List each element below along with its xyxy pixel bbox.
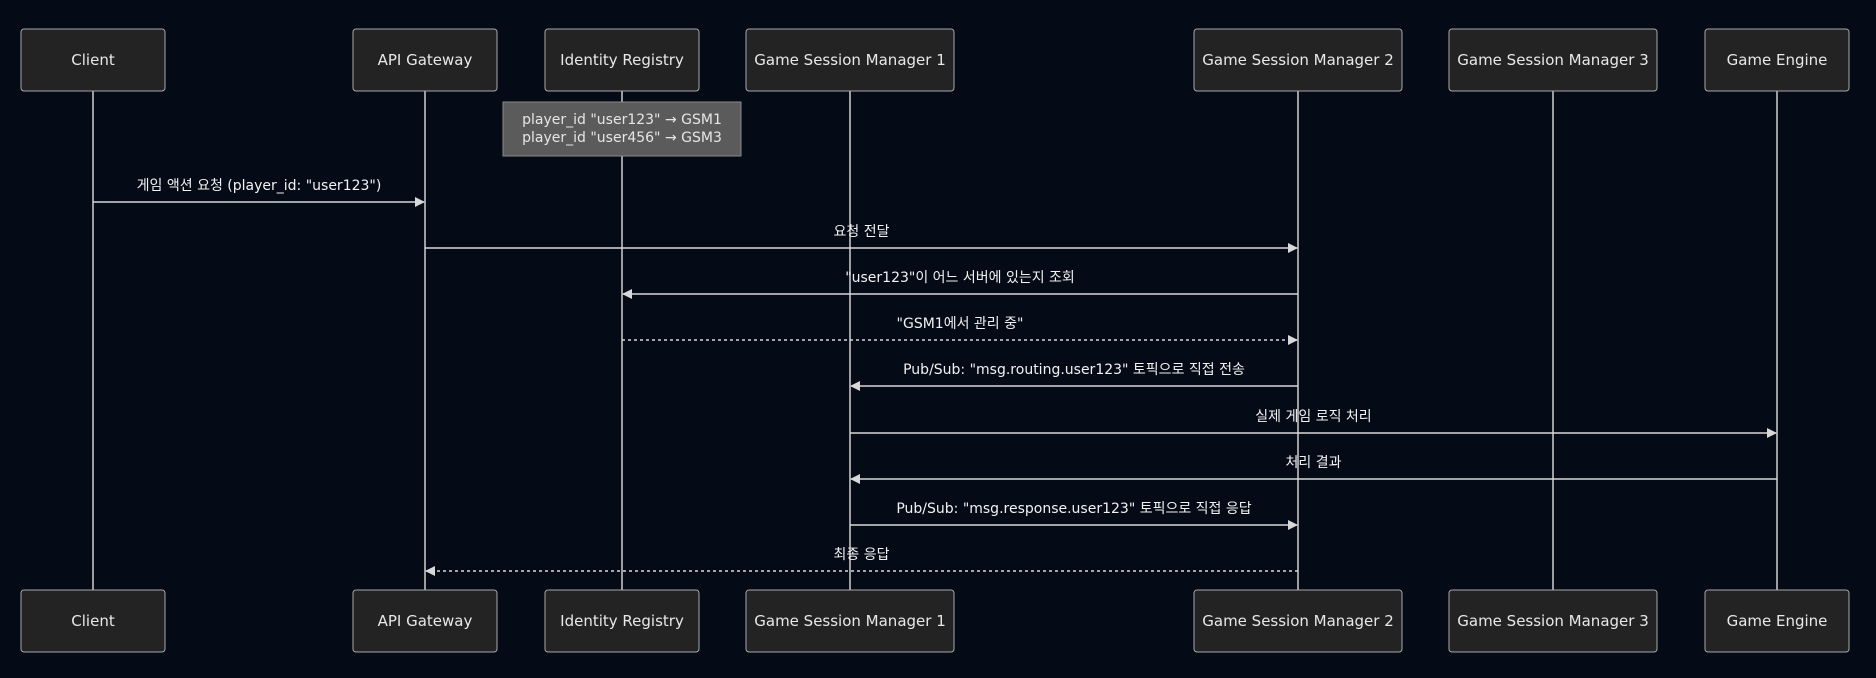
actor-label: Identity Registry xyxy=(560,51,684,69)
actor-gateway-bottom: API Gateway xyxy=(352,589,498,653)
message-3: "user123"이 어느 서버에 있는지 조회 xyxy=(622,270,1298,299)
actor-box xyxy=(1704,28,1850,92)
message-label: 게임 액션 요청 (player_id: "user123") xyxy=(137,178,382,194)
actor-gsm2-bottom: Game Session Manager 2 xyxy=(1193,589,1403,653)
actor-gsm3-top: Game Session Manager 3 xyxy=(1448,28,1658,92)
message-label: 최종 응답 xyxy=(834,547,890,563)
actors-top: Client API Gateway Identity Registry Game S… xyxy=(20,28,1850,92)
message-4: "GSM1에서 관리 중" xyxy=(622,316,1298,345)
actor-box xyxy=(20,589,166,653)
actor-box xyxy=(1193,589,1403,653)
message-5: Pub/Sub: "msg.routing.user123" 토픽으로 직접 전… xyxy=(850,362,1298,391)
message-label: "user123"이 어느 서버에 있는지 조회 xyxy=(845,270,1075,286)
note-line: player_id "user456" → GSM3 xyxy=(522,130,722,146)
message-label: 실제 게임 로직 처리 xyxy=(1255,409,1371,425)
actor-gsm2-top: Game Session Manager 2 xyxy=(1193,28,1403,92)
actor-gsm1-top: Game Session Manager 1 xyxy=(745,28,955,92)
actors-bottom: Client API Gateway Identity Registry Game S… xyxy=(20,589,1850,653)
actor-gsm3-bottom: Game Session Manager 3 xyxy=(1448,589,1658,653)
note-box xyxy=(502,101,742,157)
actor-box xyxy=(352,589,498,653)
actor-box xyxy=(20,28,166,92)
actor-client-bottom: Client xyxy=(20,589,166,653)
actor-label: API Gateway xyxy=(378,51,473,69)
actor-label: Client xyxy=(71,612,115,630)
actor-label: Game Session Manager 3 xyxy=(1457,612,1648,630)
actor-engine-bottom: Game Engine xyxy=(1704,589,1850,653)
actor-box xyxy=(352,28,498,92)
actor-label: Game Session Manager 1 xyxy=(754,612,945,630)
message-label: 처리 결과 xyxy=(1286,455,1342,471)
actor-label: Game Engine xyxy=(1727,51,1828,69)
actor-gateway-top: API Gateway xyxy=(352,28,498,92)
actor-box xyxy=(1448,28,1658,92)
actor-label: API Gateway xyxy=(378,612,473,630)
actor-label: Game Session Manager 2 xyxy=(1202,51,1393,69)
actor-engine-top: Game Engine xyxy=(1704,28,1850,92)
actor-label: Identity Registry xyxy=(560,612,684,630)
actor-box xyxy=(1193,28,1403,92)
message-2: 요청 전달 xyxy=(425,224,1298,253)
actor-registry-bottom: Identity Registry xyxy=(544,589,700,653)
actor-registry-top: Identity Registry xyxy=(544,28,700,92)
message-6: 실제 게임 로직 처리 xyxy=(850,409,1777,438)
messages: 게임 액션 요청 (player_id: "user123") 요청 전달 "use… xyxy=(93,178,1777,576)
message-label: "GSM1에서 관리 중" xyxy=(897,316,1024,332)
actor-box xyxy=(745,589,955,653)
actor-label: Game Session Manager 1 xyxy=(754,51,945,69)
message-label: Pub/Sub: "msg.routing.user123" 토픽으로 직접 전… xyxy=(903,362,1245,378)
actor-gsm1-bottom: Game Session Manager 1 xyxy=(745,589,955,653)
actor-box xyxy=(1448,589,1658,653)
actor-label: Client xyxy=(71,51,115,69)
actor-box xyxy=(544,589,700,653)
actor-label: Game Session Manager 3 xyxy=(1457,51,1648,69)
actor-client-top: Client xyxy=(20,28,166,92)
actor-label: Game Session Manager 2 xyxy=(1202,612,1393,630)
message-label: Pub/Sub: "msg.response.user123" 토픽으로 직접 … xyxy=(896,501,1251,517)
note-line: player_id "user123" → GSM1 xyxy=(522,112,722,128)
message-label: 요청 전달 xyxy=(834,224,890,240)
note-layer: player_id "user123" → GSM1 player_id "use… xyxy=(502,101,742,157)
message-1: 게임 액션 요청 (player_id: "user123") xyxy=(93,178,425,207)
actor-box xyxy=(745,28,955,92)
actor-box xyxy=(1704,589,1850,653)
message-9: 최종 응답 xyxy=(425,547,1298,576)
message-7: 처리 결과 xyxy=(850,455,1777,484)
actor-label: Game Engine xyxy=(1727,612,1828,630)
message-8: Pub/Sub: "msg.response.user123" 토픽으로 직접 … xyxy=(850,501,1298,530)
actor-box xyxy=(544,28,700,92)
